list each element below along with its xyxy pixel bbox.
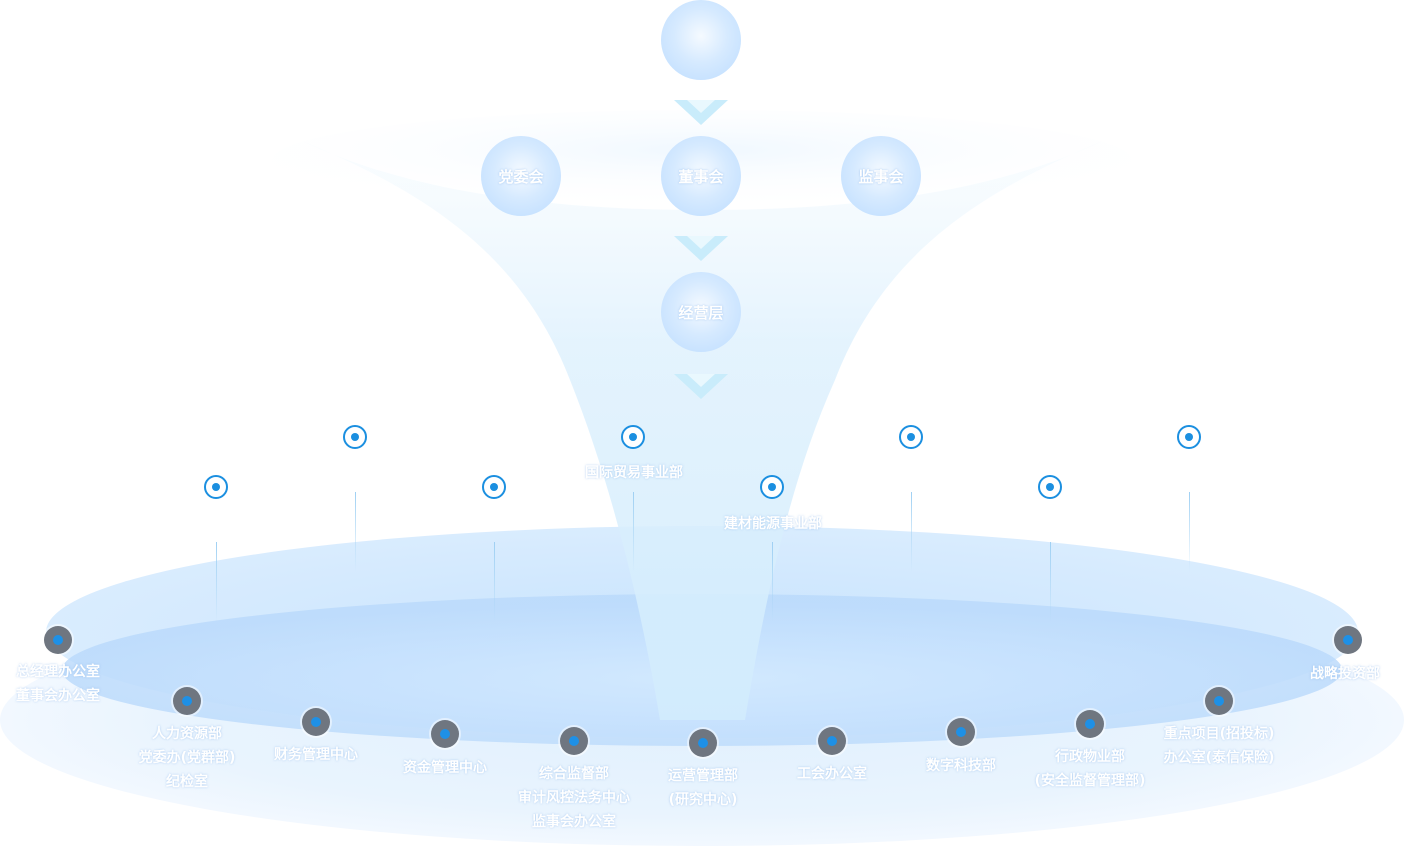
chevron-down-icon	[674, 374, 728, 399]
hr-label-line: 纪检室	[166, 774, 208, 790]
unit-stem	[911, 492, 912, 572]
admin-node[interactable]	[1076, 710, 1104, 738]
projects-label-line: 办公室(泰信保险)	[1163, 750, 1275, 766]
admin-label-line: 行政物业部	[1055, 749, 1125, 765]
unit-stem	[494, 542, 495, 622]
admin-label: 行政物业部 (安全监督管理部)	[1020, 745, 1160, 793]
operations-label: 运营管理部 (研究中心)	[643, 764, 763, 812]
hr-label-line: 党委办(党群部)	[138, 750, 236, 766]
unit-stem	[1050, 542, 1051, 622]
finance-label: 财务管理中心	[274, 747, 358, 763]
operations-node[interactable]	[689, 729, 717, 757]
audit-label-line: 综合监督部	[539, 766, 609, 782]
unit-target-icon[interactable]	[899, 425, 923, 449]
unit-stem	[1189, 492, 1190, 572]
operations-label-line: 运营管理部	[668, 768, 738, 784]
union-label: 工会办公室	[797, 766, 867, 782]
top-circle[interactable]	[661, 0, 741, 80]
management-node[interactable]: 经营层	[661, 272, 741, 352]
unit-target-icon[interactable]	[343, 425, 367, 449]
unit-stem	[633, 492, 634, 572]
funds-label: 资金管理中心	[403, 760, 487, 776]
digital-label: 数字科技部	[926, 758, 996, 774]
operations-label-line: (研究中心)	[668, 792, 738, 808]
hr-node[interactable]	[173, 687, 201, 715]
audit-node[interactable]	[560, 727, 588, 755]
office-label-line: 总经理办公室	[16, 664, 100, 680]
admin-label-line: (安全监督管理部)	[1034, 773, 1146, 789]
party-committee-node[interactable]: 党委会	[481, 136, 561, 216]
trade-division-target-icon[interactable]	[621, 425, 645, 449]
management-label: 经营层	[678, 303, 724, 322]
office-label: 总经理办公室 董事会办公室	[0, 660, 128, 708]
projects-label: 重点项目(招投标) 办公室(泰信保险)	[1149, 722, 1289, 770]
hr-label: 人力资源部 党委办(党群部) 纪检室	[117, 722, 257, 794]
board-of-directors-node[interactable]: 董事会	[661, 136, 741, 216]
supervisory-board-label: 监事会	[858, 167, 904, 186]
unit-stem	[216, 542, 217, 622]
audit-label-line: 审计风控法务中心	[518, 790, 630, 806]
projects-label-line: 重点项目(招投标)	[1163, 726, 1275, 742]
projects-node[interactable]	[1205, 687, 1233, 715]
finance-node[interactable]	[302, 708, 330, 736]
unit-target-icon[interactable]	[482, 475, 506, 499]
unit-stem	[355, 492, 356, 572]
building-energy-label: 建材能源事业部	[724, 516, 822, 532]
unit-target-icon[interactable]	[1177, 425, 1201, 449]
chevron-down-icon	[674, 236, 728, 261]
unit-stem	[772, 542, 773, 622]
unit-target-icon[interactable]	[1038, 475, 1062, 499]
chevron-down-icon	[674, 100, 728, 125]
supervisory-board-node[interactable]: 监事会	[841, 136, 921, 216]
digital-node[interactable]	[947, 718, 975, 746]
audit-label-line: 监事会办公室	[532, 814, 616, 830]
hr-label-line: 人力资源部	[152, 726, 222, 742]
trade-division-label: 国际贸易事业部	[585, 465, 683, 481]
audit-label: 综合监督部 审计风控法务中心 监事会办公室	[504, 762, 644, 834]
unit-target-icon[interactable]	[204, 475, 228, 499]
strategy-node[interactable]	[1334, 626, 1362, 654]
union-node[interactable]	[818, 727, 846, 755]
funds-node[interactable]	[431, 720, 459, 748]
party-committee-label: 党委会	[498, 167, 544, 186]
strategy-label: 战略投资部	[1310, 666, 1380, 682]
office-node[interactable]	[44, 626, 72, 654]
board-of-directors-label: 董事会	[678, 167, 724, 186]
office-label-line: 董事会办公室	[16, 688, 100, 704]
building-energy-target-icon[interactable]	[760, 475, 784, 499]
